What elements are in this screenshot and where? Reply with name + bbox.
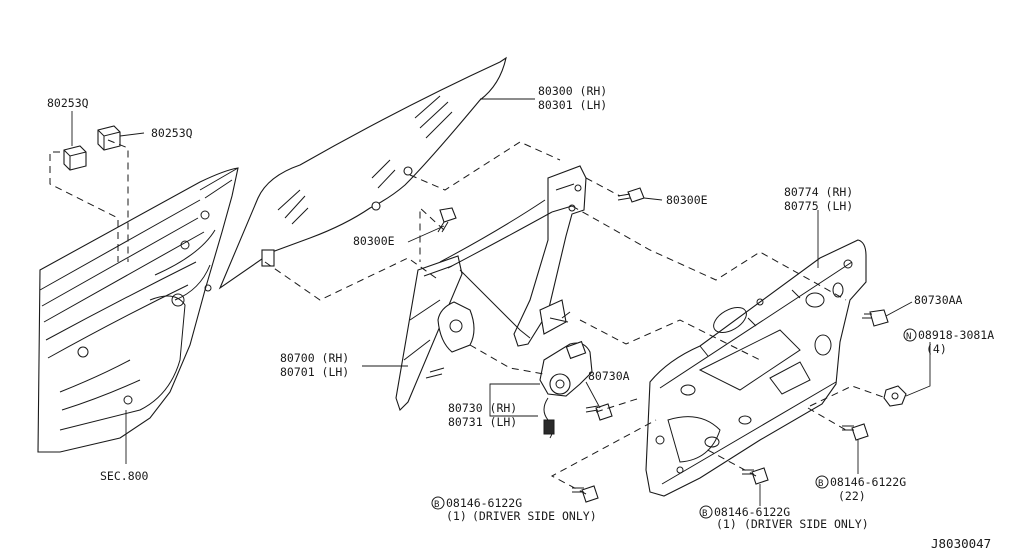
badge-n-text: N (906, 332, 911, 342)
door-glass (218, 56, 507, 290)
badge-b-22-text: B (818, 479, 823, 489)
label-sec: SEC.800 (100, 469, 149, 483)
clip-left (63, 145, 87, 171)
leader-lines (71, 98, 931, 506)
label-regulator-lh: 80701 (LH) (280, 365, 349, 379)
label-bolt-b22-qty: (22) (838, 489, 866, 503)
bolt-08146-22 (842, 423, 869, 441)
label-clip-right: 80253Q (151, 126, 193, 140)
door-shell (37, 167, 239, 453)
bolt-80300e-top (617, 187, 645, 203)
label-bolt-mid: 80300E (353, 234, 395, 248)
badge-b-2 (699, 505, 713, 519)
bolt-80300e-mid (437, 207, 457, 233)
label-bolt-b1-note: (DRIVER SIDE ONLY) (472, 509, 597, 523)
label-regulator-rh: 80700 (RH) (280, 351, 349, 365)
label-bolt-aa: 80730AA (914, 293, 963, 307)
label-nut-qty: (4) (926, 342, 947, 356)
label-bolt-b22-part: 08146-6122G (830, 475, 906, 489)
diagram-id: J8030047 (931, 536, 991, 551)
badge-b-1 (431, 496, 445, 510)
label-glass-rh: 80300 (RH) (538, 84, 607, 98)
assembly-lines (49, 139, 887, 495)
label-motor-lh: 80731 (LH) (448, 415, 517, 429)
label-clip-left: 80253Q (47, 96, 89, 110)
label-bolt-a: 80730A (588, 369, 630, 383)
label-glass-lh: 80301 (LH) (538, 98, 607, 112)
label-bolt-top: 80300E (666, 193, 708, 207)
bolt-08146-b (742, 467, 769, 485)
badge-n (903, 328, 917, 342)
label-panel-lh: 80775 (LH) (784, 199, 853, 213)
label-bolt-b1-part: 08146-6122G (446, 496, 522, 510)
door-module-panel (645, 239, 867, 497)
label-bolt-b2-qty: (1) (716, 517, 737, 531)
label-bolt-b1-qty: (1) (446, 509, 467, 523)
label-bolt-b2-part: 08146-6122G (714, 505, 790, 519)
bolt-80730aa (862, 309, 889, 327)
clip-right (97, 125, 121, 151)
label-nut-part: 08918-3081A (918, 328, 994, 342)
nut-08918 (883, 385, 907, 407)
badge-b-2-text: B (702, 509, 707, 519)
window-regulator (395, 165, 587, 412)
label-bolt-b2-note: (DRIVER SIDE ONLY) (744, 517, 869, 531)
regulator-motor (539, 340, 593, 439)
part-labels: 80253Q 80253Q 80300 (RH) 80301 (LH) 8030… (47, 84, 994, 551)
badge-b-22 (815, 475, 829, 489)
label-panel-rh: 80774 (RH) (784, 185, 853, 199)
badge-b-1-text: B (434, 500, 439, 510)
label-motor-rh: 80730 (RH) (448, 401, 517, 415)
